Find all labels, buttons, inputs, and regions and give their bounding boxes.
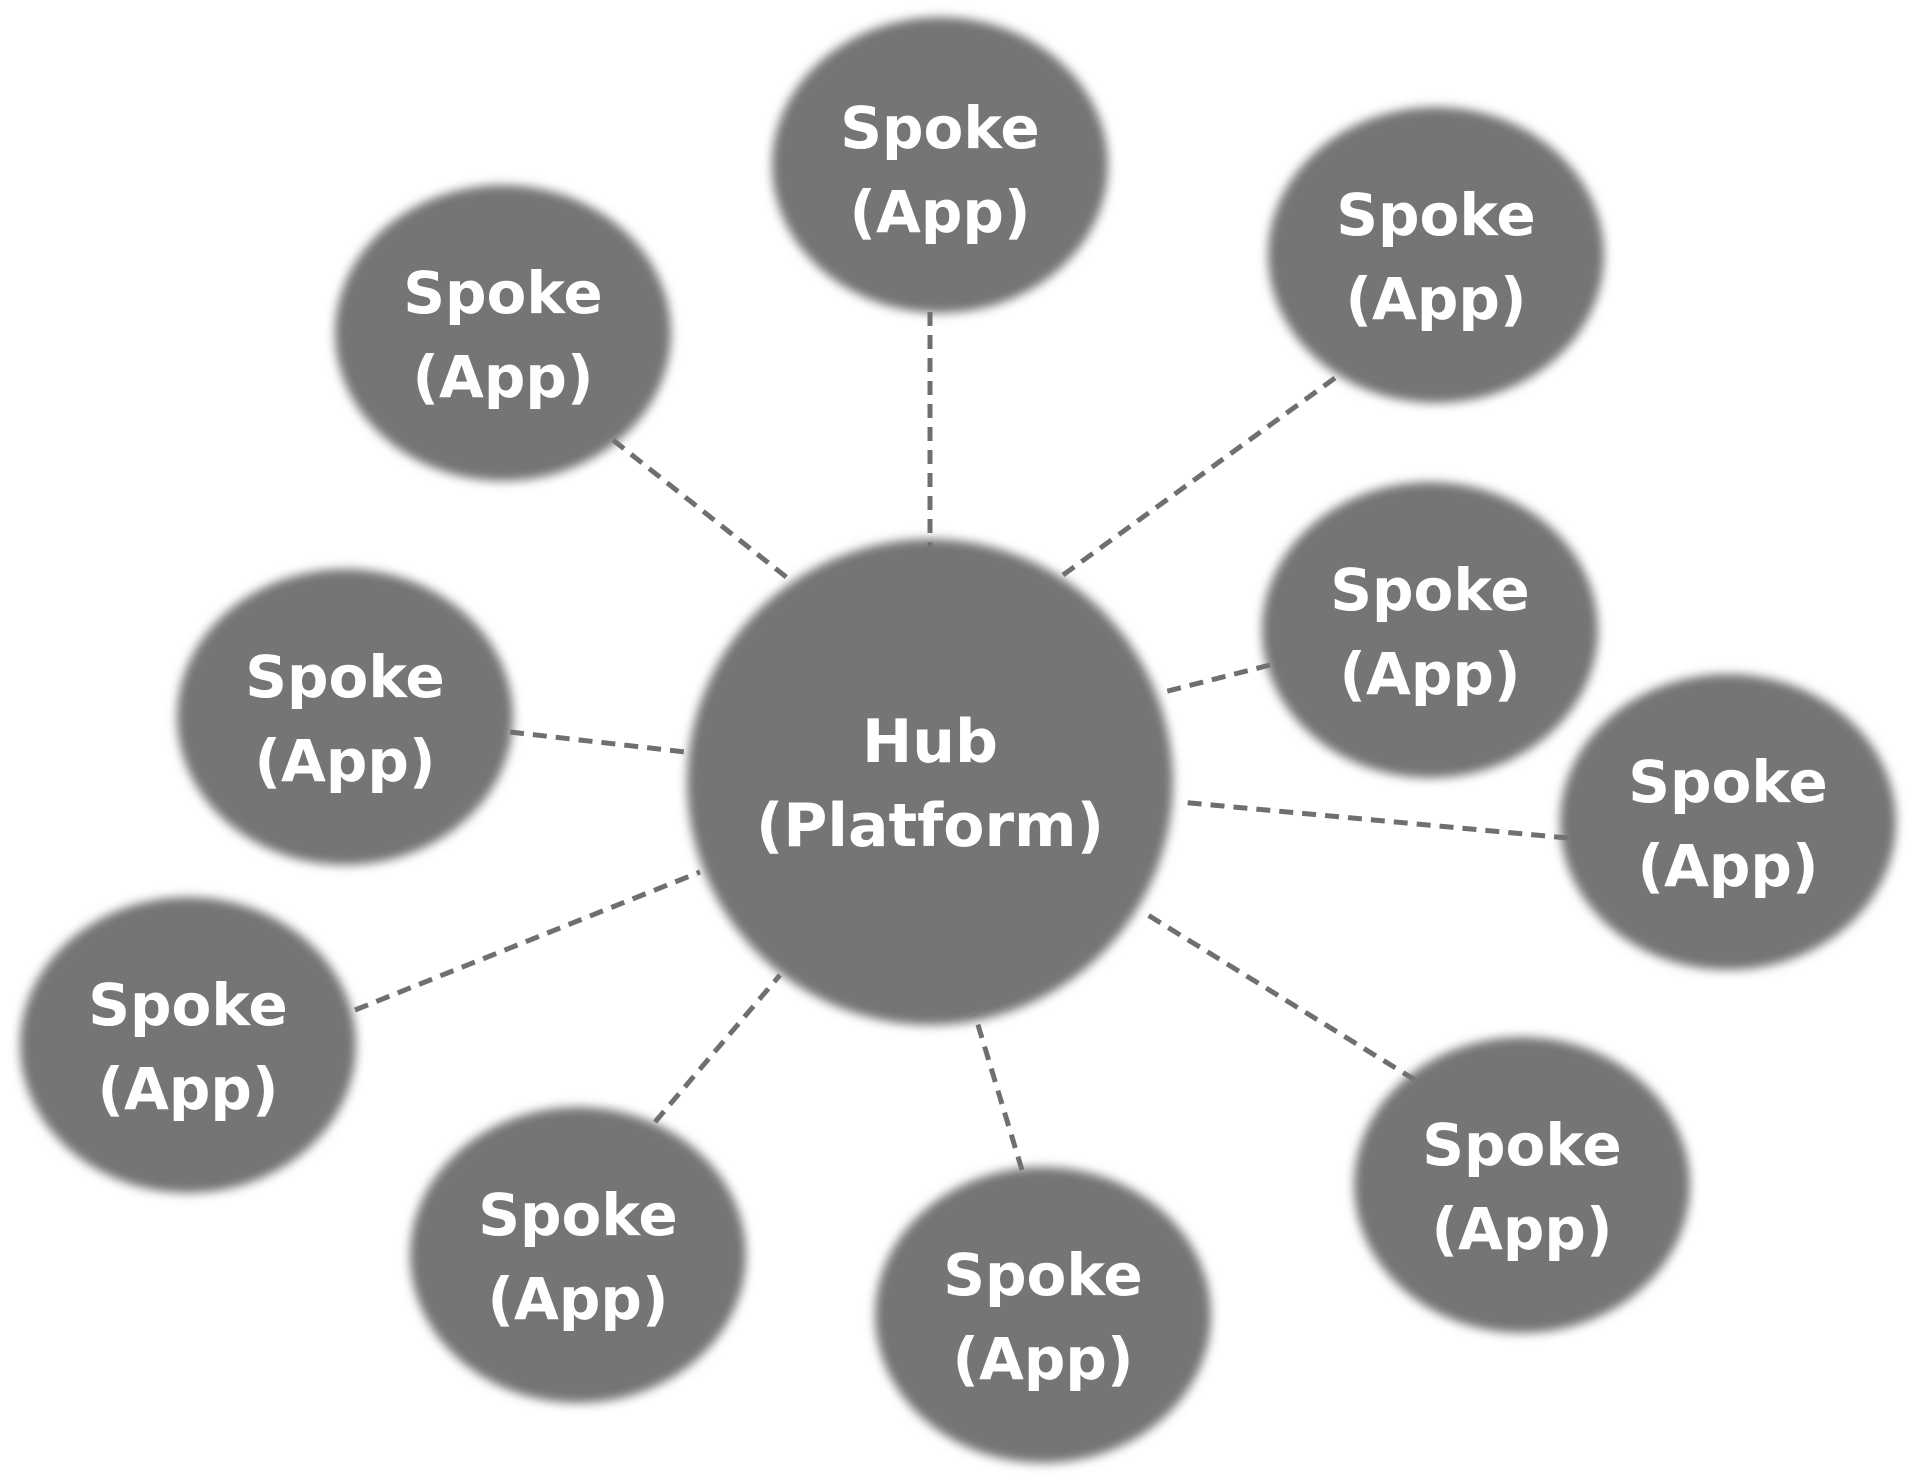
connector-bottom-left bbox=[653, 973, 782, 1124]
spoke-node-upper-right: Spoke (App) bbox=[1268, 107, 1604, 403]
connector-upper-right bbox=[1061, 375, 1337, 578]
spoke-node-upper-left: Spoke (App) bbox=[335, 185, 671, 481]
spoke-label-line1: Spoke bbox=[1330, 556, 1530, 624]
spoke-label-line2: (App) bbox=[850, 178, 1031, 246]
spoke-label-line1: Spoke bbox=[478, 1181, 678, 1249]
spoke-label-line2: (App) bbox=[1432, 1195, 1613, 1263]
connector-lower-left bbox=[354, 869, 701, 1013]
spoke-label-line1: Spoke bbox=[245, 643, 445, 711]
spoke-label-line2: (App) bbox=[1340, 640, 1521, 708]
spoke-label-line2: (App) bbox=[255, 727, 436, 795]
spoke-label-line1: Spoke bbox=[403, 259, 603, 327]
hub-label-line2: (Platform) bbox=[756, 791, 1104, 861]
spoke-node-lower-left: Spoke (App) bbox=[20, 897, 356, 1193]
spoke-node-right-upper: Spoke (App) bbox=[1262, 482, 1598, 778]
connectors bbox=[354, 312, 1569, 1171]
spoke-node-bottom: Spoke (App) bbox=[875, 1167, 1211, 1463]
spoke-label-line2: (App) bbox=[953, 1325, 1134, 1393]
spoke-label-line2: (App) bbox=[488, 1265, 669, 1333]
spoke-node-top: Spoke (App) bbox=[772, 17, 1108, 313]
spoke-label-line1: Spoke bbox=[1336, 181, 1536, 249]
connector-right bbox=[1179, 799, 1569, 841]
spoke-node-lower-right: Spoke (App) bbox=[1354, 1037, 1690, 1333]
connector-left bbox=[509, 729, 686, 755]
spoke-node-right: Spoke (App) bbox=[1560, 674, 1896, 970]
spoke-label-line1: Spoke bbox=[840, 94, 1040, 162]
hub-label-line1: Hub bbox=[862, 707, 998, 777]
connector-lower-right bbox=[1141, 909, 1417, 1083]
connector-upper-left bbox=[611, 438, 792, 582]
spoke-label-line2: (App) bbox=[98, 1055, 279, 1123]
spoke-label-line1: Spoke bbox=[88, 971, 288, 1039]
hub-node: Hub (Platform) bbox=[687, 539, 1173, 1025]
spoke-label-line2: (App) bbox=[413, 343, 594, 411]
spoke-node-left: Spoke (App) bbox=[177, 569, 513, 865]
spoke-label-line2: (App) bbox=[1346, 265, 1527, 333]
spoke-label-line2: (App) bbox=[1638, 832, 1819, 900]
connector-right-upper bbox=[1159, 662, 1271, 696]
connector-bottom bbox=[972, 1014, 1025, 1171]
spoke-label-line1: Spoke bbox=[1628, 748, 1828, 816]
spoke-node-bottom-left: Spoke (App) bbox=[410, 1107, 746, 1403]
spoke-label-line1: Spoke bbox=[1422, 1111, 1622, 1179]
spoke-label-line1: Spoke bbox=[943, 1241, 1143, 1309]
